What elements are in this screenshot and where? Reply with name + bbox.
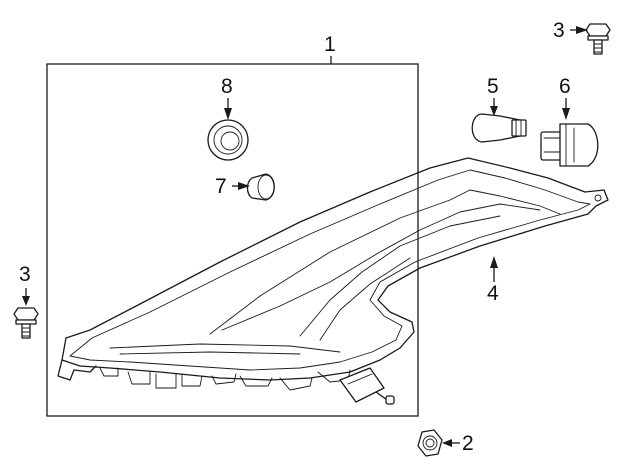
socket-part-6 (540, 123, 599, 167)
callout-4: 4 (487, 282, 499, 305)
arrow-5 (490, 106, 498, 116)
grommet-part-8 (207, 119, 249, 161)
callout-3-left: 3 (19, 263, 31, 286)
bolt-part-3-top (585, 23, 611, 55)
callout-2: 2 (462, 432, 474, 455)
callout-8: 8 (221, 75, 233, 98)
arrow-2 (442, 439, 452, 447)
bulb-part-5 (471, 113, 527, 143)
headlamp-assembly (57, 157, 609, 405)
assembly-frame (46, 63, 419, 417)
nut-part-2 (417, 429, 443, 457)
callout-5: 5 (487, 75, 499, 98)
arrow-7 (238, 182, 250, 190)
callout-3-top: 3 (553, 19, 565, 42)
arrow-4 (490, 256, 498, 268)
callout-6: 6 (559, 75, 571, 98)
cap-part-7 (246, 173, 275, 201)
arrow-3-left (22, 296, 30, 306)
arrow-3-top (576, 26, 588, 34)
arrow-8 (224, 108, 232, 120)
arrow-6 (562, 108, 570, 120)
bolt-part-3-left (13, 307, 39, 339)
callout-1: 1 (324, 33, 336, 56)
callout-7: 7 (215, 175, 227, 198)
